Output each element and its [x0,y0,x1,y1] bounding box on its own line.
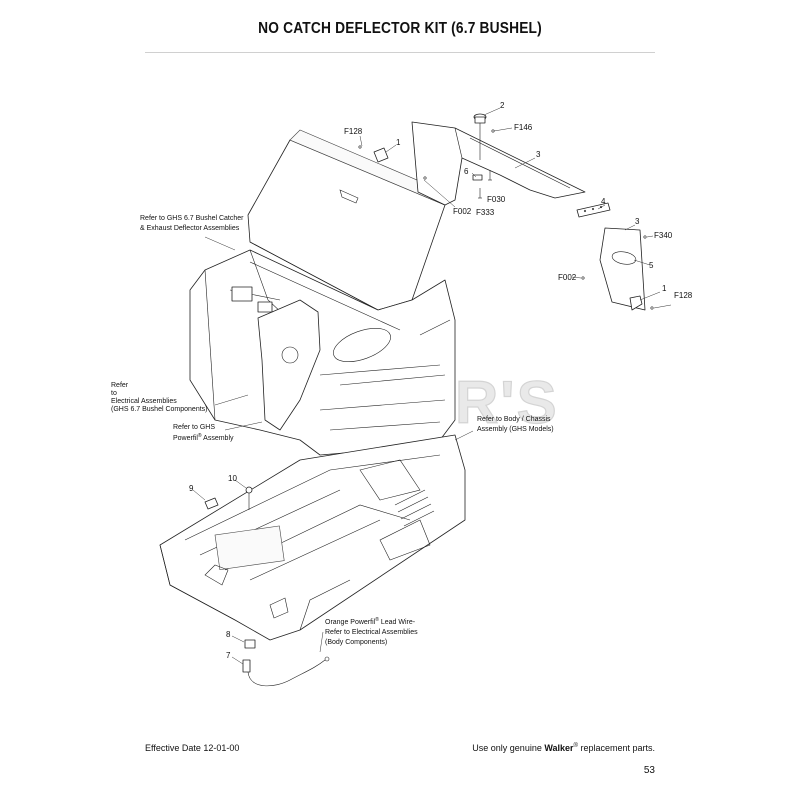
leader-lines [192,107,672,665]
note-powerfil-line1: Refer to GHS [173,424,215,431]
note-body-line2: Assembly (GHS Models) [477,426,554,433]
page-number: 53 [643,765,655,776]
callout-f002-top: F002 [453,207,472,216]
chassis-assembly [159,434,466,641]
note-lead-wire-line2: Refer to Electrical Assemblies [325,629,418,636]
callout-1-right: 1 [662,284,667,293]
loose-parts [204,486,330,687]
page-title: NO CATCH DEFLECTOR KIT (6.7 BUSHEL) [258,20,542,37]
callout-f128-right: F128 [674,291,693,300]
callouts: 2 F146 3 F128 1 6 F030 F002 F333 4 3 F34… [189,101,693,660]
effective-date: Effective Date 12-01-00 [145,743,240,753]
note-electrical-line3: Electrical Assemblies [111,398,177,405]
callout-9: 9 [189,484,194,493]
callout-4: 4 [601,197,606,206]
reference-notes: Refer to GHS 6.7 Bushel Catcher & Exhaus… [111,215,554,646]
title-rule [145,52,655,53]
callout-f333: F333 [476,208,495,217]
deflector-kit [358,113,654,311]
callout-3-top: 3 [536,150,541,159]
note-bushel-catcher-line1: Refer to GHS 6.7 Bushel Catcher [140,215,244,222]
catcher-assembly [189,129,456,456]
callout-3-right: 3 [635,217,640,226]
callout-2: 2 [500,101,505,110]
callout-10: 10 [228,474,237,483]
callout-1-top: 1 [396,138,401,147]
note-lead-wire-line3: (Body Components) [325,639,387,646]
note-bushel-catcher-line2: & Exhaust Deflector Assemblies [140,225,240,232]
callout-f002-right: F002 [558,273,577,282]
note-electrical-line1: Refer [111,382,129,389]
callout-f128-top: F128 [344,127,363,136]
note-powerfil-line2: Powerfil® Assembly [173,432,234,442]
note-lead-wire-line1: Orange Powerfil® Lead Wire- [325,616,416,626]
callout-7: 7 [226,651,231,660]
callout-6: 6 [464,167,469,176]
note-body-line1: Refer to Body / Chassis [477,416,551,423]
callout-f340: F340 [654,231,673,240]
callout-f146: F146 [514,123,533,132]
callout-f030: F030 [487,195,506,204]
genuine-parts-note: Use only genuine Walker® replacement par… [472,743,655,753]
note-electrical-line4: (GHS 6.7 Bushel Components) [111,406,208,413]
callout-5: 5 [649,261,654,270]
note-electrical-line2: to [111,390,117,397]
callout-8: 8 [226,630,231,639]
